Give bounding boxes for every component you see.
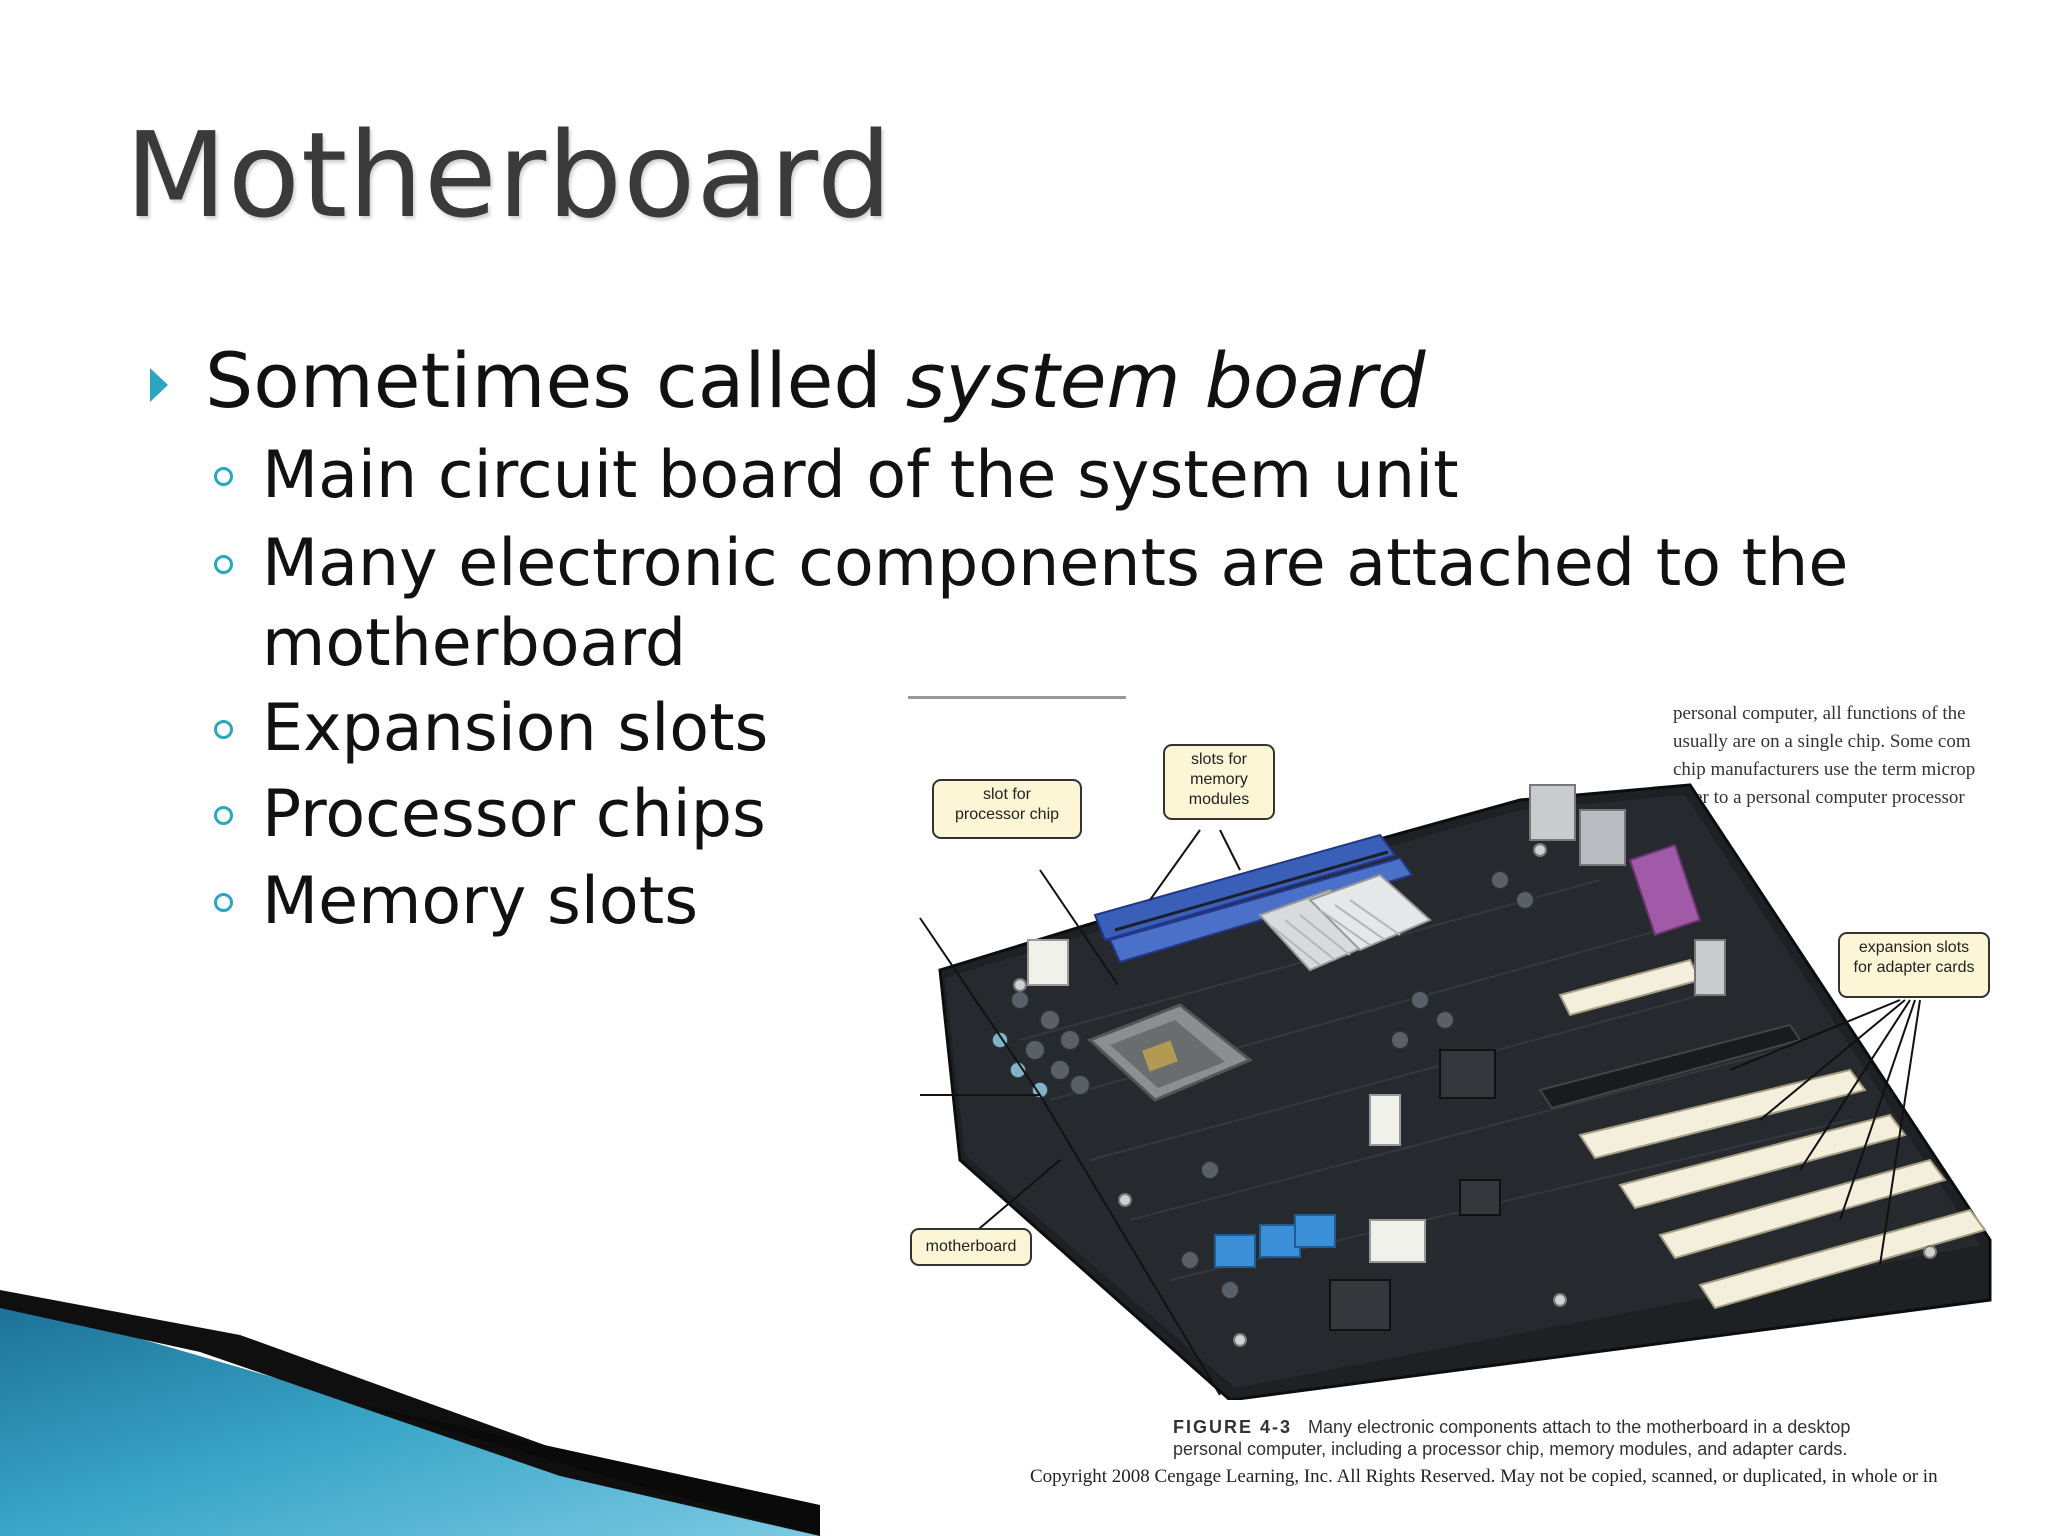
sub-bullet-5: Memory slots — [262, 864, 699, 939]
main-bullet-text: Sometimes called — [205, 336, 906, 425]
figure-divider — [908, 696, 1126, 699]
sub-bullet-ring-icon — [214, 555, 233, 574]
callout-line: motherboard — [925, 1238, 1017, 1255]
callout-line: slots for — [1190, 751, 1247, 768]
figure-side-text: personal computer, all functions of the … — [1673, 700, 2048, 812]
motherboard-image — [919, 783, 1992, 1400]
sub-bullet-2-continued: motherboard — [262, 606, 687, 681]
sub-bullet-2: Many electronic components are attached … — [262, 526, 1849, 601]
main-bullet: Sometimes called system board — [205, 335, 1425, 426]
main-bullet-italic: system board — [905, 336, 1426, 425]
callout-motherboard: motherboard — [910, 1228, 1032, 1266]
sub-bullet-ring-icon — [214, 806, 233, 825]
callout-line: expansion slots — [1858, 939, 1970, 956]
sub-bullet-ring-icon — [214, 720, 233, 739]
callout-memory-modules: slots for memory modules — [1163, 744, 1275, 820]
sub-bullet-ring-icon — [214, 467, 233, 486]
callout-line: processor chip — [954, 806, 1060, 823]
side-text-line: usually are on a single chip. Some com — [1673, 731, 1971, 752]
callout-line: for adapter cards — [1853, 959, 1975, 976]
figure-caption: FIGURE 4-3 Many electronic components att… — [1173, 1416, 2033, 1460]
decorative-swoosh — [0, 1290, 820, 1536]
callout-line: slot for — [982, 786, 1031, 803]
callout-line: modules — [1188, 791, 1250, 808]
callout-expansion-slots: expansion slots for adapter cards — [1838, 932, 1990, 998]
caption-line-2: personal computer, including a processor… — [1173, 1439, 1848, 1459]
slide-title: Motherboard — [125, 106, 893, 244]
side-text-line: chip manufacturers use the term microp — [1673, 759, 1976, 780]
figure-label: FIGURE 4-3 — [1173, 1417, 1293, 1437]
bullet-arrow-icon — [150, 368, 168, 402]
sub-bullet-3: Expansion slots — [262, 691, 769, 766]
side-text-line: refer to a personal computer processor — [1673, 787, 1965, 808]
callout-line: memory — [1190, 771, 1248, 788]
copyright-notice: Copyright 2008 Cengage Learning, Inc. Al… — [1030, 1466, 1938, 1487]
caption-line-1: Many electronic components attach to the… — [1308, 1417, 1851, 1437]
sub-bullet-1: Main circuit board of the system unit — [262, 438, 1459, 513]
sub-bullet-4: Processor chips — [262, 777, 766, 852]
callout-processor-chip: slot for processor chip — [932, 779, 1082, 839]
sub-bullet-ring-icon — [214, 893, 233, 912]
side-text-line: personal computer, all functions of the — [1673, 703, 1966, 724]
